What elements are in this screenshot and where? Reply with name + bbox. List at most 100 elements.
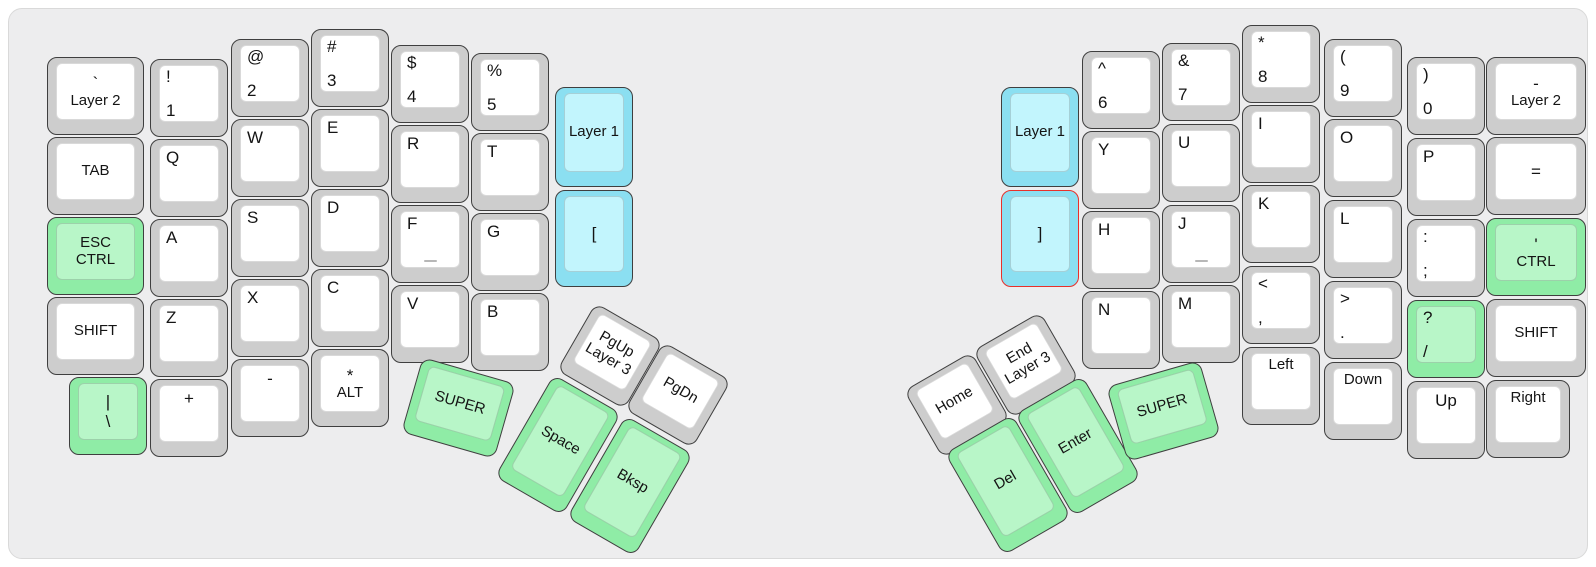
key-paren-9[interactable]: (9 bbox=[1324, 39, 1402, 117]
key-m[interactable]: M bbox=[1162, 285, 1240, 363]
key-b[interactable]: B bbox=[471, 293, 549, 371]
key-legend: | bbox=[105, 392, 111, 412]
key-legend: G bbox=[487, 222, 501, 241]
key-super-right[interactable]: SUPER bbox=[1106, 360, 1221, 462]
keytop: Y bbox=[1091, 137, 1151, 194]
key-w[interactable]: W bbox=[231, 119, 309, 197]
key-lbracket[interactable]: [ bbox=[555, 190, 633, 287]
key-v[interactable]: V bbox=[391, 285, 469, 363]
keytop: Q bbox=[159, 145, 219, 202]
key-n[interactable]: N bbox=[1082, 291, 1160, 369]
key-t[interactable]: T bbox=[471, 133, 549, 211]
key-legend: H bbox=[1098, 220, 1111, 239]
keytop: *ALT bbox=[320, 355, 380, 412]
key-legend: - bbox=[267, 369, 273, 388]
keytop: K bbox=[1251, 191, 1311, 248]
key-s[interactable]: S bbox=[231, 199, 309, 277]
key-up-arrow[interactable]: Up bbox=[1407, 381, 1485, 459]
key-c[interactable]: C bbox=[311, 269, 389, 347]
key-i[interactable]: I bbox=[1242, 105, 1320, 183]
key-y[interactable]: Y bbox=[1082, 131, 1160, 209]
key-legend: Layer 2 bbox=[70, 91, 121, 109]
key-a[interactable]: A bbox=[150, 219, 228, 297]
keytop: U bbox=[1171, 130, 1231, 187]
key-paren-0[interactable]: )0 bbox=[1407, 57, 1485, 135]
keytop: A bbox=[159, 225, 219, 282]
key-percent-5[interactable]: %5 bbox=[471, 53, 549, 131]
key-less-comma[interactable]: <, bbox=[1242, 266, 1320, 344]
key-o[interactable]: O bbox=[1324, 119, 1402, 197]
keytop: *8 bbox=[1251, 31, 1311, 88]
key-g[interactable]: G bbox=[471, 213, 549, 291]
keytop: [ bbox=[564, 196, 624, 272]
key-left-arrow[interactable]: Left bbox=[1242, 347, 1320, 425]
key-legend: E bbox=[327, 118, 339, 137]
key-legend: W bbox=[247, 128, 264, 147]
key-plus[interactable]: + bbox=[150, 379, 228, 457]
keytop: F bbox=[400, 211, 460, 268]
key-legend: 7 bbox=[1178, 84, 1188, 104]
key-legend: 0 bbox=[1423, 98, 1433, 118]
keytop: W bbox=[240, 125, 300, 182]
key-dollar-4[interactable]: $4 bbox=[391, 45, 469, 123]
key-u[interactable]: U bbox=[1162, 124, 1240, 202]
key-hash-3[interactable]: #3 bbox=[311, 29, 389, 107]
key-dash-layer2[interactable]: -Layer 2 bbox=[1486, 57, 1586, 135]
key-l[interactable]: L bbox=[1324, 200, 1402, 278]
key-legend: Z bbox=[166, 308, 177, 327]
keytop: R bbox=[400, 131, 460, 188]
key-legend: % bbox=[487, 61, 503, 80]
key-right-arrow[interactable]: Right bbox=[1486, 380, 1570, 458]
key-j[interactable]: J bbox=[1162, 205, 1240, 283]
keytop: Home bbox=[914, 361, 995, 441]
key-rbracket[interactable]: ] bbox=[1001, 190, 1079, 287]
key-legend: ] bbox=[1037, 224, 1043, 244]
key-e[interactable]: E bbox=[311, 109, 389, 187]
key-k[interactable]: K bbox=[1242, 185, 1320, 263]
key-minus[interactable]: - bbox=[231, 359, 309, 437]
key-caret-6[interactable]: ^6 bbox=[1082, 51, 1160, 129]
key-shift-left[interactable]: SHIFT bbox=[47, 297, 144, 375]
key-grave-layer2[interactable]: `Layer 2 bbox=[47, 57, 144, 135]
key-shift-right[interactable]: SHIFT bbox=[1486, 299, 1586, 377]
keytop: S bbox=[240, 205, 300, 262]
key-colon-semicolon[interactable]: :; bbox=[1407, 219, 1485, 297]
key-down-arrow[interactable]: Down bbox=[1324, 362, 1402, 440]
keytop: Layer 1 bbox=[564, 93, 624, 172]
key-tab[interactable]: TAB bbox=[47, 137, 144, 215]
key-legend: Enter bbox=[1055, 424, 1096, 458]
key-equals[interactable]: = bbox=[1486, 137, 1586, 215]
key-super-left[interactable]: SUPER bbox=[401, 357, 516, 459]
key-p[interactable]: P bbox=[1407, 138, 1485, 216]
keytop: TAB bbox=[56, 143, 135, 200]
key-legend: Space bbox=[538, 422, 584, 459]
key-legend: Layer 2 bbox=[1510, 91, 1562, 109]
key-d[interactable]: D bbox=[311, 189, 389, 267]
key-r[interactable]: R bbox=[391, 125, 469, 203]
key-star-alt[interactable]: *ALT bbox=[311, 349, 389, 427]
key-h[interactable]: H bbox=[1082, 211, 1160, 289]
key-quote-ctrl[interactable]: 'CTRL bbox=[1486, 218, 1586, 296]
key-layer1-left[interactable]: Layer 1 bbox=[555, 87, 633, 187]
key-f[interactable]: F bbox=[391, 205, 469, 283]
keytop: I bbox=[1251, 111, 1311, 168]
key-legend: SHIFT bbox=[73, 322, 118, 340]
key-legend: $ bbox=[407, 53, 417, 72]
key-at-2[interactable]: @2 bbox=[231, 39, 309, 117]
key-x[interactable]: X bbox=[231, 279, 309, 357]
key-amp-7[interactable]: &7 bbox=[1162, 43, 1240, 121]
key-greater-period[interactable]: >. bbox=[1324, 281, 1402, 359]
key-layer1-right[interactable]: Layer 1 bbox=[1001, 87, 1079, 187]
key-exclam-1[interactable]: !1 bbox=[150, 59, 228, 137]
key-star-8[interactable]: *8 bbox=[1242, 25, 1320, 103]
key-z[interactable]: Z bbox=[150, 299, 228, 377]
keytop: 'CTRL bbox=[1495, 224, 1577, 281]
key-q[interactable]: Q bbox=[150, 139, 228, 217]
key-pipe-backslash[interactable]: |\ bbox=[69, 377, 147, 455]
key-question-slash[interactable]: ?/ bbox=[1407, 300, 1485, 378]
key-legend: 8 bbox=[1258, 66, 1268, 86]
